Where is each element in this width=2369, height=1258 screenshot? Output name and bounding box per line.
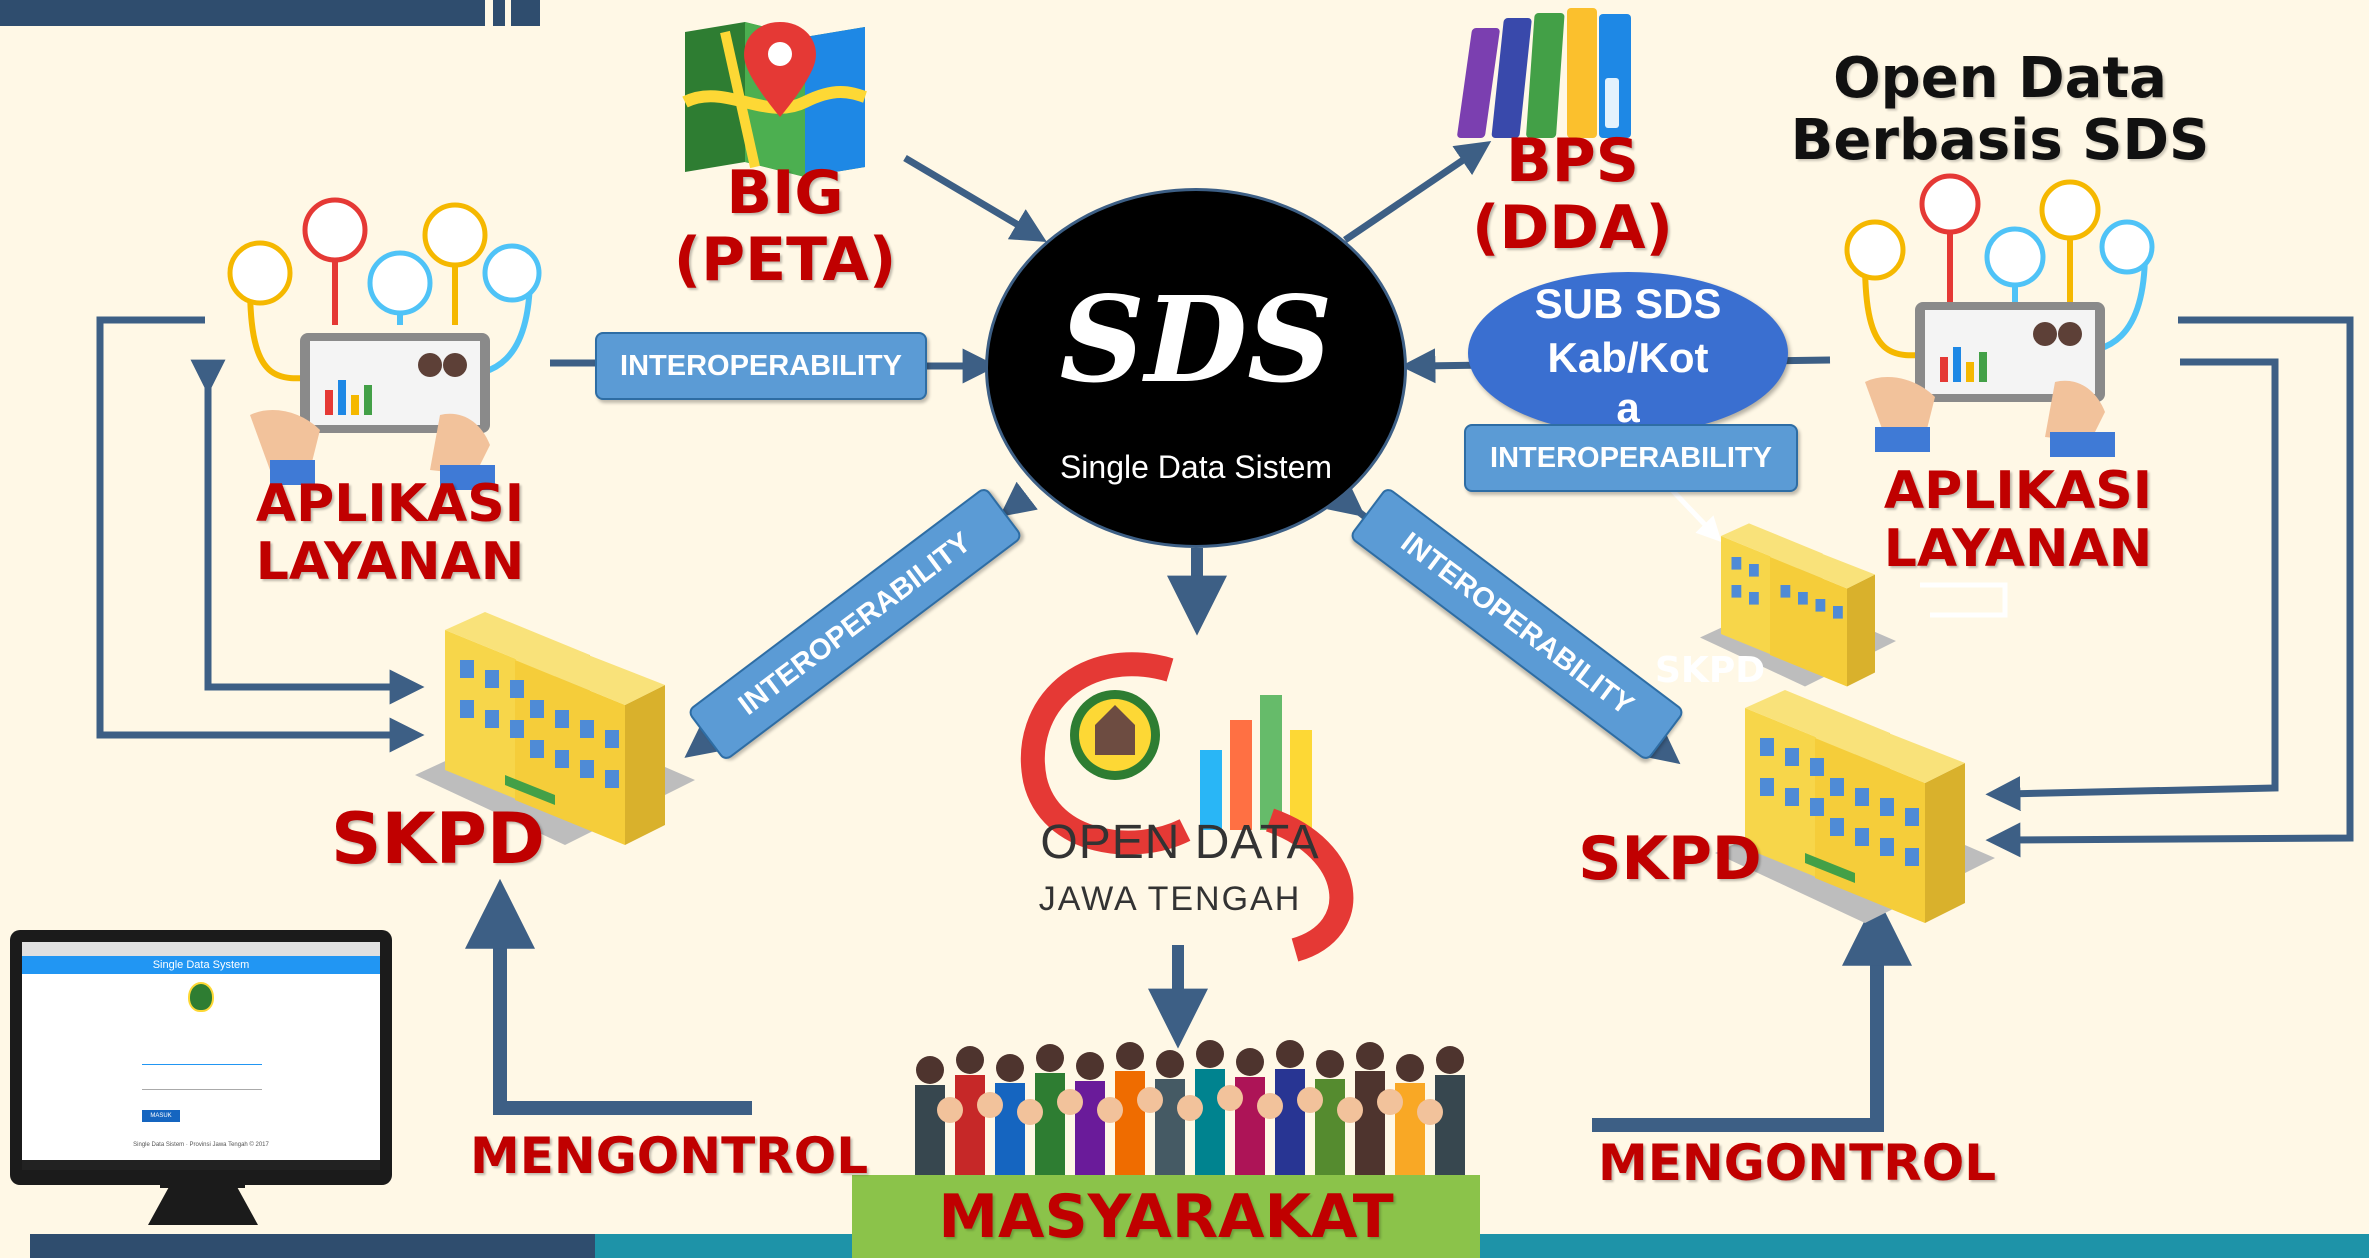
sub-sds-line2: Kab/Kot <box>1547 334 1709 381</box>
app-label-right-line1: APLIKASI <box>1883 461 2153 521</box>
header-bar-stripe <box>485 0 493 26</box>
browser-toolbar <box>22 942 380 956</box>
monitor: Single Data System MASUK Single Data Sis… <box>10 930 392 1188</box>
app-label-left-line2: LAYANAN <box>255 532 525 593</box>
big-label-line1: BIG <box>726 158 844 228</box>
login-caption: Single Data Sistem · Provinsi Jawa Tenga… <box>133 1142 269 1148</box>
app-label-right-line2: LAYANAN <box>1883 519 2153 580</box>
app-label-right: APLIKASI LAYANAN <box>1868 461 2168 580</box>
big-label-line2: (PETA) <box>673 225 897 296</box>
username-field[interactable] <box>142 1054 262 1065</box>
open-data-title-line2: Berbasis SDS <box>1790 107 2210 173</box>
bps-label-line1: BPS <box>1506 126 1639 196</box>
sub-sds-line3: a <box>1616 384 1640 431</box>
login-header: Single Data System <box>22 956 380 974</box>
sds-subtitle: Single Data Sistem <box>1059 449 1333 485</box>
big-label: BIG (PETA) <box>655 158 915 296</box>
skpd-label-right: SKPD <box>1578 824 1762 894</box>
header-bar-stripe <box>505 0 511 26</box>
skpd-label-left: SKPD <box>330 798 546 880</box>
sub-sds-line1: SUB SDS <box>1534 280 1722 327</box>
open-data-logo-line1: OPEN DATA <box>1040 816 1320 869</box>
interop-box-left: INTEROPERABILITY <box>595 332 927 400</box>
mengontrol-label-right: MENGONTROL <box>1598 1134 1997 1192</box>
login-button[interactable]: MASUK <box>142 1110 180 1122</box>
sds-hub: SDS Single Data Sistem <box>985 188 1407 548</box>
masyarakat-label: MASYARAKAT <box>938 1181 1394 1252</box>
app-label-left: APLIKASI LAYANAN <box>240 474 540 593</box>
interop-box-right: INTEROPERABILITY <box>1464 424 1798 492</box>
password-field[interactable] <box>142 1079 262 1090</box>
mengontrol-label-left: MENGONTROL <box>470 1127 869 1185</box>
masyarakat-box: MASYARAKAT <box>852 1175 1480 1258</box>
open-data-title: Open Data Berbasis SDS <box>1780 48 2220 171</box>
skpd-label-small: SKPD <box>1655 650 1766 691</box>
sds-logo: SDS <box>1059 270 1333 409</box>
app-label-left-line1: APLIKASI <box>255 474 525 534</box>
bps-label-line2: (DDA) <box>1472 193 1673 264</box>
header-bar <box>0 0 540 26</box>
monitor-screen: Single Data System MASUK Single Data Sis… <box>22 942 380 1170</box>
open-data-title-line1: Open Data <box>1833 46 2167 111</box>
open-data-logo-line2: JAWA TENGAH <box>1038 880 1302 918</box>
bps-label: BPS (DDA) <box>1450 126 1695 264</box>
footer-bar-dark <box>30 1234 595 1258</box>
taskbar <box>22 1160 380 1170</box>
crest-icon <box>188 982 214 1012</box>
sub-sds-node: SUB SDS Kab/Kot a <box>1468 272 1788 434</box>
